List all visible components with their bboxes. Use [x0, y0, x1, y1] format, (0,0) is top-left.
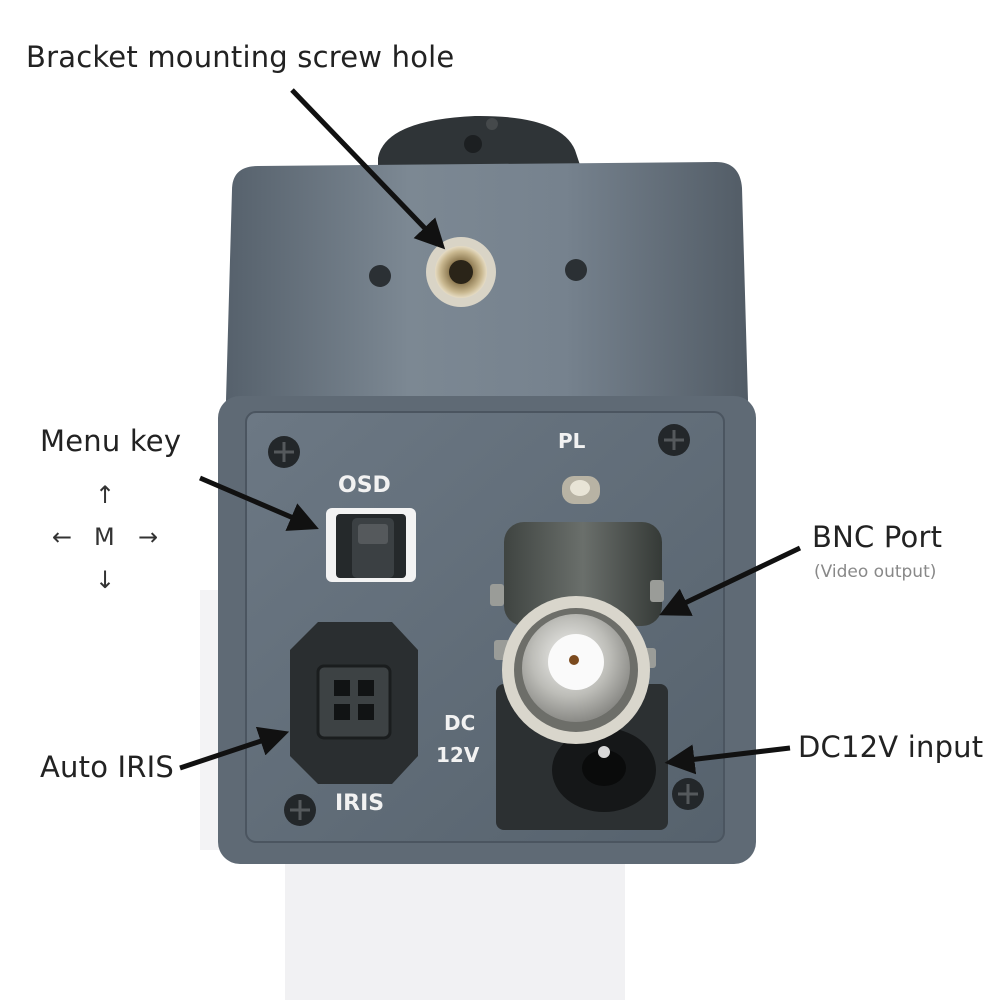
label-dc-input: DC12V input — [798, 730, 984, 764]
iris-label: IRIS — [335, 791, 384, 816]
arrow-auto-iris — [179, 726, 290, 771]
menu-down-arrow-icon: ↓ — [95, 566, 116, 594]
lens-screw-icon — [486, 118, 498, 130]
screw-icon — [565, 259, 587, 281]
label-menu-key: Menu key — [40, 424, 182, 458]
callout-arrows — [179, 88, 802, 775]
osd-label: OSD — [338, 473, 391, 498]
arrow-menu-key — [199, 475, 319, 531]
panel-screws — [268, 424, 704, 826]
label-auto-iris: Auto IRIS — [40, 750, 175, 784]
menu-up-arrow-icon: ↑ — [95, 481, 116, 509]
volt-label: 12V — [436, 743, 480, 767]
menu-left-arrow-icon: ← — [52, 523, 73, 551]
iris-socket — [290, 622, 418, 784]
screw-icon — [369, 265, 391, 287]
label-bnc-port: BNC Port — [812, 520, 943, 554]
dc-label: DC — [444, 711, 475, 735]
lens-screw-icon — [464, 135, 482, 153]
label-bnc-port-sub: (Video output) — [814, 562, 937, 582]
menu-right-arrow-icon: → — [138, 523, 159, 551]
bracket-hole-center — [449, 260, 473, 284]
pl-label: PL — [558, 429, 586, 453]
arrow-bracket-hole — [290, 88, 446, 250]
arrow-dc-input — [664, 744, 791, 775]
menu-center-label: M — [94, 523, 115, 551]
osd-joystick[interactable] — [326, 508, 416, 582]
stand-shadow — [285, 860, 625, 1000]
label-bracket-hole: Bracket mounting screw hole — [26, 40, 455, 74]
arrow-bnc-port — [659, 545, 802, 616]
pl-led — [562, 476, 600, 504]
bnc-connector — [490, 522, 664, 744]
